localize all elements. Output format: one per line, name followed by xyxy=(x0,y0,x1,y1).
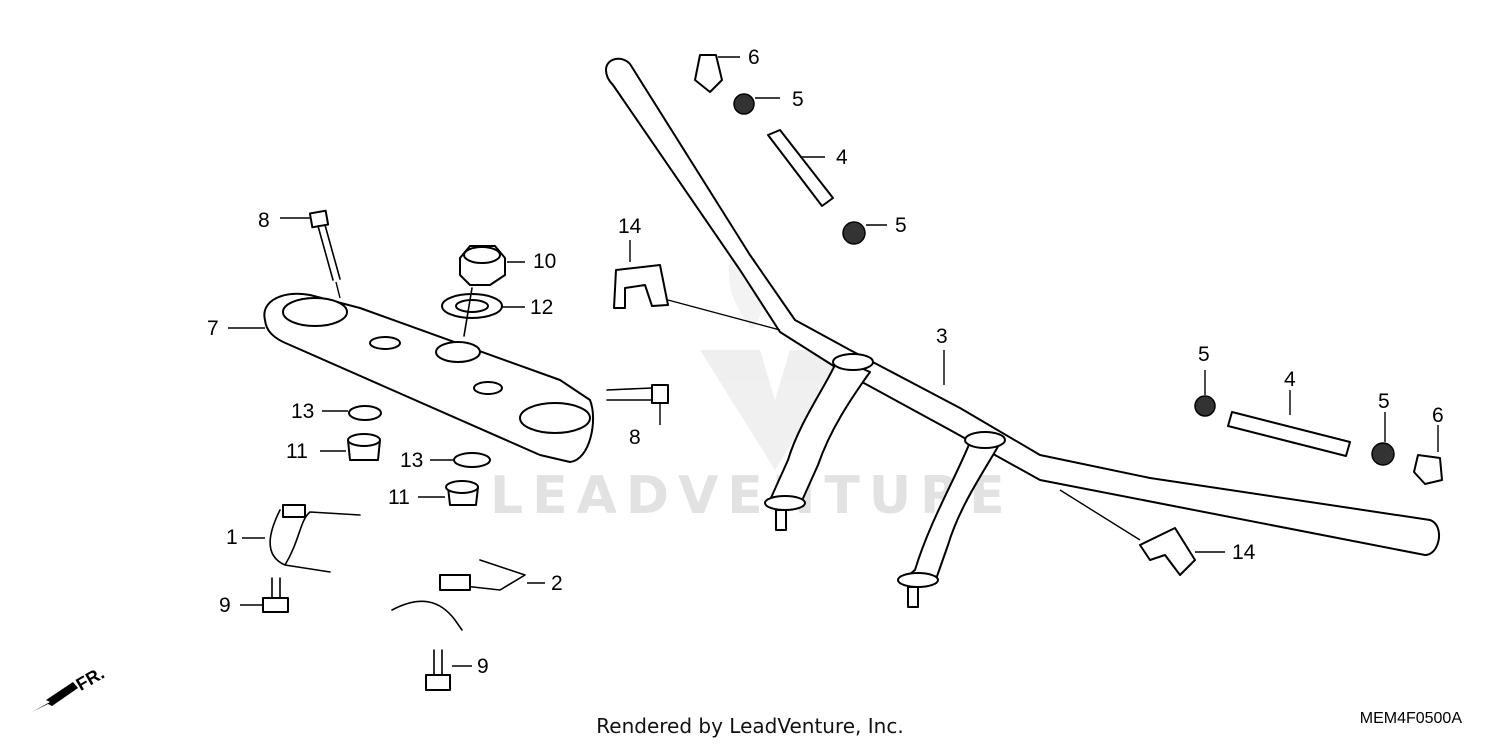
callout-13b: 13 xyxy=(400,449,423,472)
callout-5c: 5 xyxy=(1198,343,1210,366)
front-label: FR. xyxy=(73,663,108,695)
callout-6a: 6 xyxy=(748,46,760,69)
arrow-icon: FR. xyxy=(32,663,108,712)
left-hardware xyxy=(694,54,887,245)
nut-10 xyxy=(459,245,525,286)
bushings xyxy=(320,405,491,506)
callout-6b: 6 xyxy=(1432,404,1444,427)
callout-11b: 11 xyxy=(388,486,410,509)
callout-3: 3 xyxy=(936,325,948,348)
callout-9b: 9 xyxy=(477,655,489,678)
bolt-9-left xyxy=(240,577,289,613)
callout-5d: 5 xyxy=(1378,390,1390,413)
callout-8b: 8 xyxy=(629,426,641,449)
callout-9a: 9 xyxy=(219,594,231,617)
bolt-8-right xyxy=(606,384,669,425)
callout-11a: 11 xyxy=(286,440,308,463)
bolt-9-bottom xyxy=(425,649,472,691)
diagram-code: MEM4F0500A xyxy=(1359,710,1462,727)
callout-5b: 5 xyxy=(895,214,907,237)
callout-14a: 14 xyxy=(618,215,642,238)
callout-7: 7 xyxy=(207,317,219,340)
callout-4b: 4 xyxy=(1284,368,1296,391)
bolt-8-top xyxy=(280,209,341,299)
callout-5a: 5 xyxy=(792,88,804,111)
clamp-14-left xyxy=(613,240,781,331)
callout-4a: 4 xyxy=(836,146,848,169)
callout-1: 1 xyxy=(226,526,238,549)
callout-12: 12 xyxy=(530,296,553,319)
rendered-by-footer: Rendered by LeadVenture, Inc. xyxy=(596,714,904,738)
callout-14b: 14 xyxy=(1232,541,1256,564)
callout-10: 10 xyxy=(533,250,556,273)
callout-8a: 8 xyxy=(258,209,270,232)
front-direction-indicator: FR. xyxy=(28,660,128,725)
handlebar xyxy=(605,57,1440,608)
top-bridge xyxy=(263,292,594,463)
wire-clamp-2 xyxy=(391,559,545,631)
callout-2: 2 xyxy=(551,572,563,595)
right-hardware xyxy=(1194,370,1443,485)
watermark-text: LEADVENTURE xyxy=(490,466,1014,526)
callout-13a: 13 xyxy=(291,400,314,423)
wire-clamp-1 xyxy=(242,504,361,573)
clamp-14-right xyxy=(1059,489,1225,576)
washer-12 xyxy=(441,287,525,337)
callout-labels: 1 2 3 4 4 5 5 5 5 6 6 7 8 8 9 9 10 11 11… xyxy=(207,46,1444,678)
